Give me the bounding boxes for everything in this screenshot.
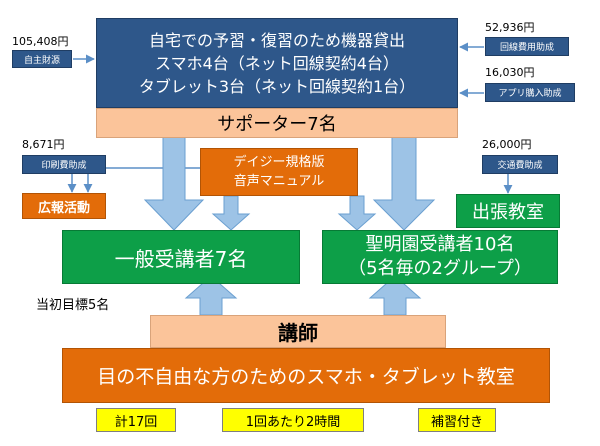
line-funding-amount: 52,936円: [485, 21, 535, 34]
initial-target-label: 当初目標5名: [36, 298, 110, 313]
seimei-line1: 聖明園受講者10名: [365, 234, 515, 255]
instructor-box: 講師: [150, 315, 446, 348]
daisy-line2: 音声マニュアル: [233, 174, 325, 189]
instructor-to-seimei-arrow: [368, 275, 422, 316]
classroom-box: 目の不自由な方のためのスマホ・タブレット教室: [62, 348, 550, 403]
equipment-title-line2: スマホ4台（ネット回線契約4台）: [155, 53, 399, 73]
sessions-label: 計17回: [96, 408, 176, 432]
duration-label: 1回あたり2時間: [222, 408, 364, 432]
supplementary-label: 補習付き: [418, 408, 496, 432]
supporter-to-general-arrow: [143, 136, 205, 231]
supporter-to-seimei-arrow: [372, 136, 436, 231]
line-funding-label: 回線費用助成: [485, 37, 569, 56]
pr-activities-box: 広報活動: [22, 193, 106, 219]
supporter-box: サポーター7名: [96, 108, 458, 138]
equipment-lending-box: 自宅での予習・復習のため機器貸出 スマホ4台（ネット回線契約4台） タブレット3…: [96, 18, 458, 108]
transport-funding-amount: 26,000円: [482, 138, 532, 151]
app-funding-label: アプリ購入助成: [485, 83, 575, 102]
daisy-to-general-arrow: [211, 195, 251, 231]
general-participants-box: 一般受講者7名: [62, 230, 300, 284]
seimei-line2: （5名毎の2グループ）: [348, 258, 532, 279]
supporter-label: サポーター7名: [217, 114, 337, 135]
outreach-class-box: 出張教室: [456, 194, 560, 228]
daisy-line1: デイジー規格版: [233, 155, 325, 170]
print-funding-label: 印刷費助成: [22, 155, 106, 174]
equipment-title-line3: タブレット3台（ネット回線契約1台）: [138, 76, 416, 96]
equipment-title-line1: 自宅での予習・復習のため機器貸出: [148, 30, 405, 50]
self-funding-label: 自主財源: [12, 50, 72, 68]
self-funding-amount: 105,408円: [12, 35, 69, 48]
instructor-to-general-arrow: [184, 275, 238, 316]
daisy-manual-box: デイジー規格版 音声マニュアル: [200, 148, 358, 196]
transport-funding-label: 交通費助成: [482, 155, 558, 174]
daisy-to-seimei-arrow: [337, 195, 377, 231]
seimei-participants-box: 聖明園受講者10名 （5名毎の2グループ）: [322, 230, 558, 284]
app-funding-amount: 16,030円: [485, 66, 535, 79]
print-funding-amount: 8,671円: [22, 138, 65, 151]
